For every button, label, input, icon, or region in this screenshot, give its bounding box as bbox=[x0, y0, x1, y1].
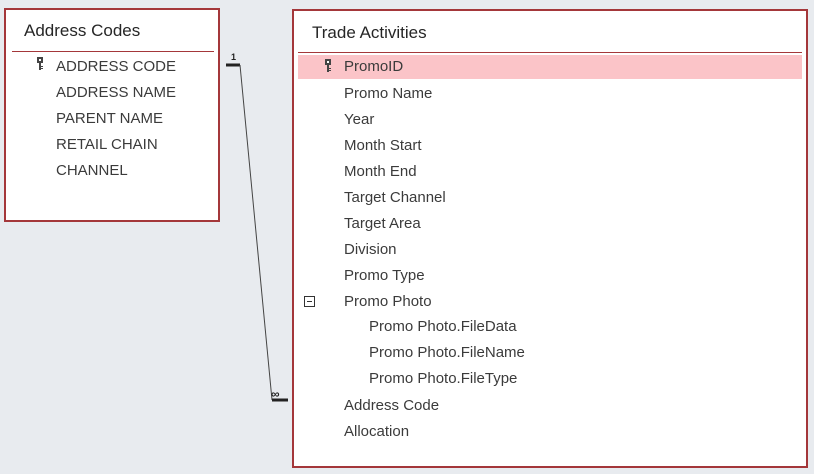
field-promo-photo[interactable]: Promo Photo bbox=[344, 293, 432, 310]
relationship-many-label: ∞ bbox=[271, 387, 280, 401]
field-month-start[interactable]: Month Start bbox=[344, 137, 422, 154]
field-month-end[interactable]: Month End bbox=[344, 163, 417, 180]
field-retail-chain[interactable]: RETAIL CHAIN bbox=[56, 136, 158, 153]
key-icon bbox=[37, 57, 43, 70]
title-divider bbox=[12, 51, 214, 52]
field-channel[interactable]: CHANNEL bbox=[56, 162, 128, 179]
field-address-code[interactable]: Address Code bbox=[344, 397, 440, 414]
field-promo-id[interactable]: PromoID bbox=[298, 55, 802, 79]
field-label: PromoID bbox=[344, 58, 404, 75]
field-promo-name[interactable]: Promo Name bbox=[344, 85, 433, 102]
field-year[interactable]: Year bbox=[344, 111, 375, 128]
table-title[interactable]: Address Codes bbox=[24, 21, 141, 40]
field-promo-photo-filename[interactable]: Promo Photo.FileName bbox=[369, 344, 525, 361]
relationship-one-label: 1 bbox=[231, 52, 237, 62]
field-promo-type[interactable]: Promo Type bbox=[344, 267, 425, 284]
title-divider bbox=[298, 52, 802, 53]
field-parent-name[interactable]: PARENT NAME bbox=[56, 110, 163, 127]
field-promo-photo-filedata[interactable]: Promo Photo.FileData bbox=[369, 318, 517, 335]
field-target-area[interactable]: Target Area bbox=[344, 215, 421, 232]
key-icon bbox=[325, 59, 331, 72]
table-title[interactable]: Trade Activities bbox=[312, 23, 427, 42]
field-target-channel[interactable]: Target Channel bbox=[344, 189, 446, 206]
collapse-minus-icon[interactable] bbox=[304, 296, 315, 307]
field-address-code[interactable]: ADDRESS CODE bbox=[56, 58, 177, 75]
field-address-name[interactable]: ADDRESS NAME bbox=[56, 84, 177, 101]
field-promo-photo-filetype[interactable]: Promo Photo.FileType bbox=[369, 370, 518, 387]
field-division[interactable]: Division bbox=[344, 241, 397, 258]
field-allocation[interactable]: Allocation bbox=[344, 423, 410, 440]
table-address-codes[interactable]: Address Codes ADDRESS CODE ADDRESS NAME … bbox=[4, 8, 220, 222]
table-trade-activities[interactable]: Trade Activities PromoID Promo Name Year… bbox=[292, 9, 808, 468]
